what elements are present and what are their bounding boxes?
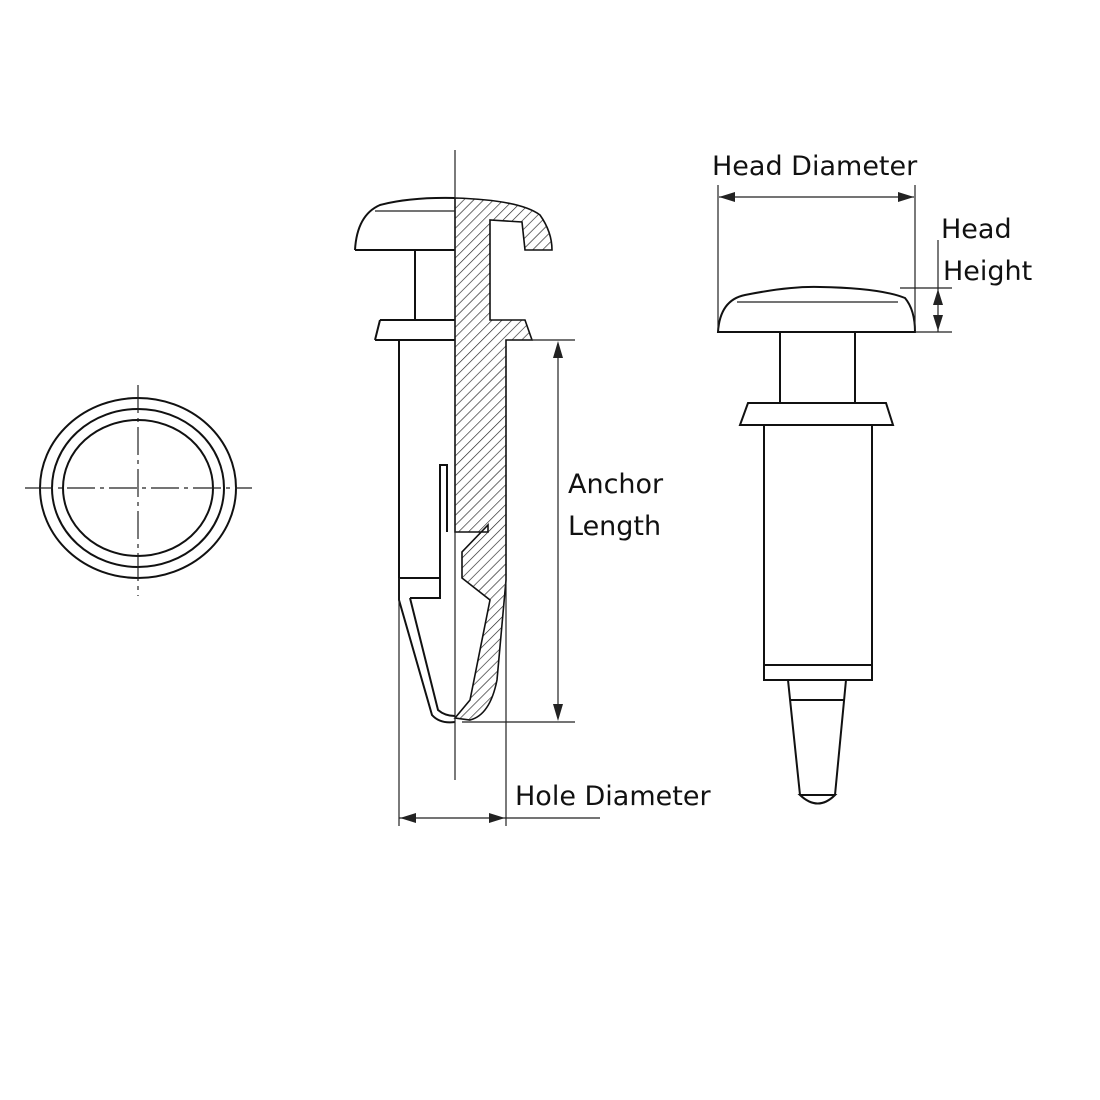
- head-height-label-2: Height: [943, 256, 1032, 287]
- collar-left: [374, 319, 455, 341]
- hole-diameter-label: Hole Diameter: [515, 781, 711, 812]
- side-stem: [779, 332, 856, 403]
- head-height-arrows-icon: [933, 289, 943, 331]
- body-inner: [399, 464, 448, 579]
- head-left-outline: [354, 196, 456, 251]
- head-height-label-1: Head: [941, 214, 1012, 245]
- side-head: [716, 285, 917, 333]
- leg-outer: [398, 578, 456, 724]
- head-diameter-label: Head Diameter: [712, 151, 918, 182]
- side-collar: [738, 402, 895, 426]
- side-tip: [787, 679, 847, 796]
- section-view: Anchor Length Hole Diameter: [354, 150, 711, 826]
- side-body: [763, 425, 873, 681]
- anchor-length-label-1: Anchor: [568, 469, 664, 500]
- leg-inner: [409, 578, 456, 717]
- anchor-length-label-2: Length: [568, 511, 661, 542]
- side-view: Head Diameter Head Height: [712, 151, 1032, 805]
- side-tip-end: [797, 794, 838, 805]
- top-view: [25, 385, 252, 596]
- hatched-section: [453, 197, 553, 721]
